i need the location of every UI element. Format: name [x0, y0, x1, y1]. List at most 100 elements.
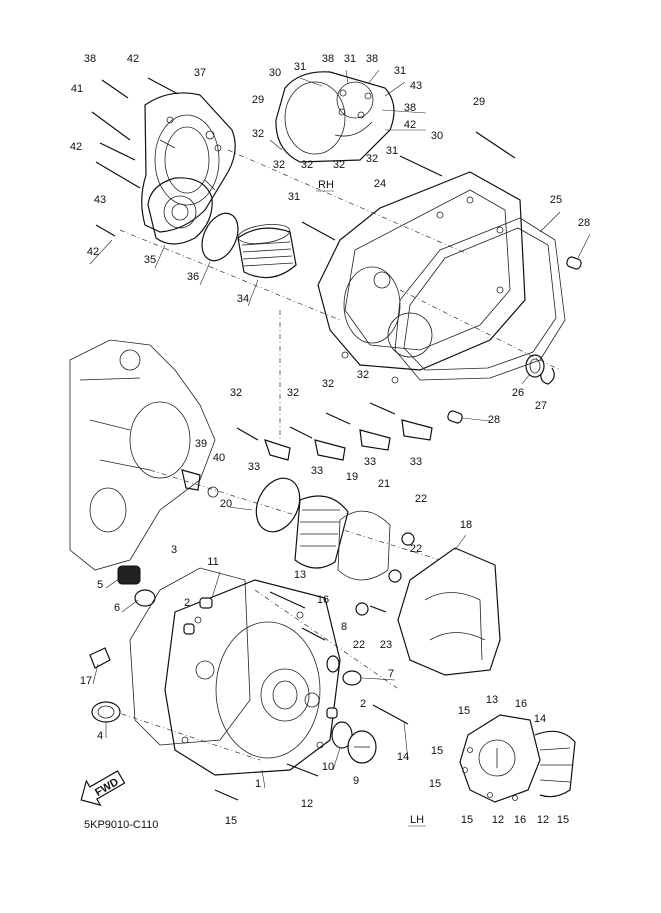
- collars-22: [355, 532, 415, 616]
- part-callout-31: 31: [294, 61, 306, 73]
- part-callout-43: 43: [410, 80, 422, 92]
- part-callout-41: 41: [71, 83, 83, 95]
- part-callout-4: 4: [97, 730, 103, 742]
- part-callout-22: 22: [415, 493, 427, 505]
- part-callout-42: 42: [404, 119, 416, 131]
- gasket-21: [337, 510, 391, 581]
- part-callout-31: 31: [394, 65, 406, 77]
- part-callout-33: 33: [248, 461, 260, 473]
- gasket-3: [129, 567, 251, 746]
- o-ring-36: [201, 212, 239, 262]
- part-callout-42: 42: [87, 246, 99, 258]
- part-callout-2: 2: [184, 597, 190, 609]
- part-callout-32: 32: [273, 159, 285, 171]
- part-callout-39: 39: [195, 438, 207, 450]
- part-callout-32: 32: [287, 387, 299, 399]
- bolts-left-group: [91, 77, 179, 237]
- part-callout-42: 42: [127, 53, 139, 65]
- gasket-25: [394, 217, 566, 381]
- part-callout-33: 33: [410, 456, 422, 468]
- part-callout-10: 10: [322, 761, 334, 773]
- oil-filter-element: [237, 223, 297, 279]
- part-callout-27: 27: [535, 400, 547, 412]
- fwd-label: FWD: [93, 776, 121, 799]
- bolts-32: [236, 402, 396, 441]
- part-callout-12: 12: [537, 814, 549, 826]
- plug-4: [91, 701, 121, 723]
- dowel-28-lower: [447, 410, 463, 424]
- o-ring-8: [326, 655, 340, 673]
- part-callout-17: 17: [80, 675, 92, 687]
- part-callout-15: 15: [557, 814, 569, 826]
- part-callout-32: 32: [357, 369, 369, 381]
- part-callout-15: 15: [429, 778, 441, 790]
- part-callout-38: 38: [322, 53, 334, 65]
- part-callout-32: 32: [366, 153, 378, 165]
- part-callout-33: 33: [364, 456, 376, 468]
- part-callout-18: 18: [460, 519, 472, 531]
- part-callout-30: 30: [431, 130, 443, 142]
- part-callout-1: 1: [255, 778, 261, 790]
- o-ring-6: [134, 589, 156, 607]
- generator-cover-18: [397, 547, 501, 676]
- assembly-centerlines: [109, 149, 561, 761]
- oil-filter-cover: [141, 92, 236, 233]
- part-callout-15: 15: [225, 815, 237, 827]
- part-callout-15: 15: [461, 814, 473, 826]
- view-label-rh: RH: [318, 179, 334, 191]
- brackets-33: [264, 419, 433, 461]
- part-callout-21: 21: [378, 478, 390, 490]
- part-callout-6: 6: [114, 602, 120, 614]
- part-callout-12: 12: [301, 798, 313, 810]
- part-callout-25: 25: [550, 194, 562, 206]
- part-callout-5: 5: [97, 579, 103, 591]
- plug-7: [342, 670, 362, 686]
- part-callout-40: 40: [213, 452, 225, 464]
- part-callout-31: 31: [288, 191, 300, 203]
- crankcase-cover-rh-inset: [275, 71, 395, 163]
- part-callout-38: 38: [366, 53, 378, 65]
- part-callout-34: 34: [237, 293, 249, 305]
- diagram-code: 5KP9010-C110: [84, 819, 158, 831]
- part-callout-9: 9: [353, 775, 359, 787]
- part-callout-13: 13: [486, 694, 498, 706]
- part-callout-30: 30: [269, 67, 281, 79]
- part-callout-28: 28: [488, 414, 500, 426]
- part-callout-33: 33: [311, 465, 323, 477]
- part-callout-32: 32: [230, 387, 242, 399]
- part-callout-29: 29: [252, 94, 264, 106]
- part-callout-31: 31: [386, 145, 398, 157]
- part-callout-26: 26: [512, 387, 524, 399]
- crankcase-cover-24: [317, 171, 526, 384]
- callout-leader-lines: [89, 69, 591, 789]
- circlip-27: [540, 367, 555, 385]
- plug-5: [117, 565, 141, 585]
- part-callout-12: 12: [492, 814, 504, 826]
- o-ring-20: [255, 477, 301, 533]
- part-callout-15: 15: [431, 745, 443, 757]
- dowel-2: [183, 623, 338, 719]
- oil-seal-26: [525, 354, 545, 378]
- part-callout-32: 32: [301, 159, 313, 171]
- part-callout-13: 13: [294, 569, 306, 581]
- fwd-arrow-icon: [80, 770, 126, 807]
- part-callout-38: 38: [404, 102, 416, 114]
- bolts-lower: [214, 591, 409, 801]
- part-callout-16: 16: [514, 814, 526, 826]
- engine-crankcase-background: [69, 339, 216, 571]
- part-callout-8: 8: [341, 621, 347, 633]
- dowel-28-upper: [566, 256, 582, 270]
- crankcase-cover-lh-inset: [459, 714, 576, 803]
- part-callout-19: 19: [346, 471, 358, 483]
- part-callout-29: 29: [473, 96, 485, 108]
- part-callout-28: 28: [578, 217, 590, 229]
- part-callout-11: 11: [207, 556, 218, 568]
- view-label-lh: LH: [410, 814, 424, 826]
- part-callout-32: 32: [333, 159, 345, 171]
- part-callout-15: 15: [458, 705, 470, 717]
- part-callout-23: 23: [380, 639, 392, 651]
- part-callout-42: 42: [70, 141, 82, 153]
- bolts-upper-right: [301, 131, 516, 241]
